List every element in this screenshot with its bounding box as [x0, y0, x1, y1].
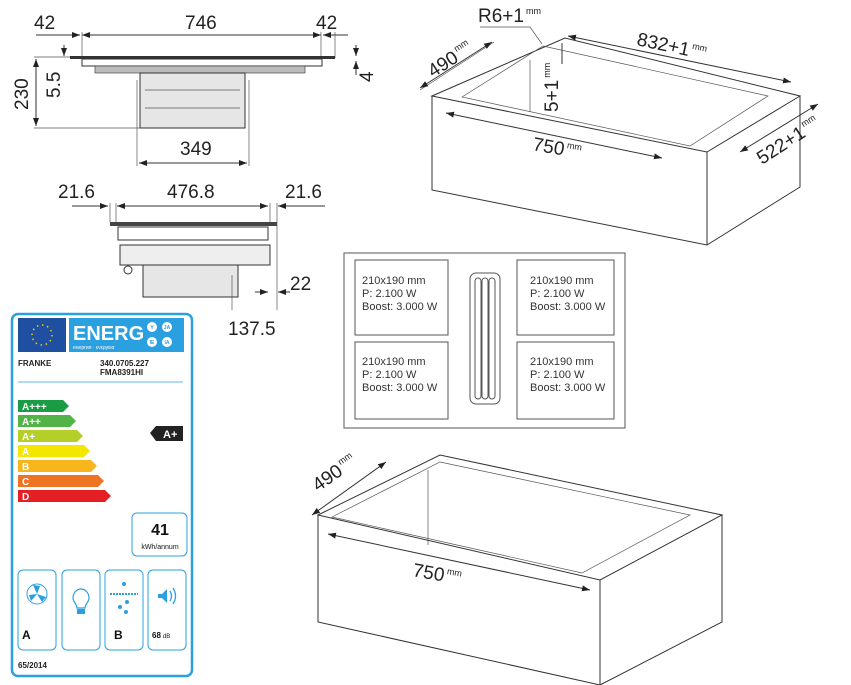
light-bulb-icon: [72, 588, 90, 614]
energy-class-label: A: [22, 447, 29, 458]
energy-class-bar: [18, 445, 90, 457]
annual-consumption: 41: [151, 522, 169, 539]
energy-class-label: A++: [22, 417, 41, 428]
dim-frame-offset: 4: [357, 71, 378, 82]
svg-text:P: 2.100 W: P: 2.100 W: [530, 288, 585, 300]
energy-class-label: A+++: [22, 402, 47, 413]
dim-glass-thickness: 5.5: [44, 72, 65, 98]
bottom-cutout-length: 750mm: [411, 560, 463, 589]
dim-width-short: 476.8: [167, 182, 215, 203]
svg-text:210x190 mm: 210x190 mm: [530, 275, 594, 287]
svg-text:Y: Y: [150, 325, 154, 331]
energy-class-bar: [18, 430, 83, 442]
filter-efficiency-class: B: [114, 628, 123, 642]
energy-class-bar: [18, 490, 111, 502]
dim-rear-clearance: 22: [290, 274, 311, 295]
eu-flag-icon: [18, 318, 66, 352]
brand: FRANKE: [18, 359, 52, 368]
speaker-icon: [158, 587, 177, 605]
cooking-zone-2: 210x190 mm P: 2.100 W Boost: 3.000 W: [530, 275, 606, 313]
cutout-length: 832+1mm: [635, 29, 708, 64]
energy-class-bar: [18, 400, 69, 412]
side-view-short: 21.6 476.8 21.6 22 137.5: [58, 182, 325, 340]
energy-class-label: C: [22, 477, 29, 488]
cooking-zone-3: 210x190 mm P: 2.100 W Boost: 3.000 W: [362, 356, 438, 394]
cutout-outer-depth: 522+1mm: [753, 112, 824, 169]
regulation-number: 65/2014: [18, 661, 47, 670]
dim-right-margin: 42: [316, 13, 337, 34]
cooking-zone-4: 210x190 mm P: 2.100 W Boost: 3.000 W: [530, 356, 606, 394]
svg-text:Boost: 3.000 W: Boost: 3.000 W: [362, 301, 438, 313]
energy-class-label: B: [22, 462, 29, 473]
energy-class-bar: [18, 415, 76, 427]
consumption-unit: kWh/annum: [141, 544, 179, 551]
energy-label: ENERG енергия · ενεργεια Y JA IE IA FRAN…: [10, 312, 194, 678]
energy-class-label: D: [22, 492, 29, 503]
side-view-long: 42 746 42 230 5.5 4 349: [12, 13, 378, 166]
model-name: FMA8391HI: [100, 368, 143, 377]
cutout-diagram-bottom: 490mm 750mm: [308, 450, 724, 685]
grease-filter-icon: [110, 582, 138, 614]
svg-text:Boost: 3.000 W: Boost: 3.000 W: [530, 301, 606, 313]
svg-text:210x190 mm: 210x190 mm: [530, 356, 594, 368]
cooktop-plan: 210x190 mm P: 2.100 W Boost: 3.000 W 210…: [343, 252, 626, 429]
dim-unit-offset: 137.5: [228, 319, 276, 340]
svg-text:210x190 mm: 210x190 mm: [362, 356, 426, 368]
dim-width: 746: [185, 13, 217, 34]
dim-height: 230: [12, 78, 33, 110]
rating-arrow: [150, 426, 183, 441]
energy-class-bar: [18, 475, 104, 487]
energy-class-label: A+: [22, 432, 35, 443]
energy-subtitle: енергия · ενεργεια: [73, 345, 115, 351]
svg-text:Boost: 3.000 W: Boost: 3.000 W: [362, 382, 438, 394]
vent-grille: [469, 272, 501, 405]
cooking-zone-1: 210x190 mm P: 2.100 W Boost: 3.000 W: [362, 275, 438, 313]
energy-class-bar: [18, 460, 97, 472]
svg-text:P: 2.100 W: P: 2.100 W: [362, 288, 417, 300]
product-code: 340.0705.227: [100, 359, 149, 368]
dim-left-margin-short: 21.6: [58, 182, 95, 203]
svg-text:P: 2.100 W: P: 2.100 W: [530, 369, 585, 381]
bottom-cutout-depth: 490mm: [308, 450, 361, 496]
svg-text:Boost: 3.000 W: Boost: 3.000 W: [530, 382, 606, 394]
fan-efficiency-class: A: [22, 628, 31, 642]
energy-rating: A+: [163, 429, 177, 441]
cutout-depth: 490mm: [424, 37, 477, 82]
cutout-rebate: 5+1mm: [542, 63, 563, 112]
svg-text:210x190 mm: 210x190 mm: [362, 275, 426, 287]
svg-text:IA: IA: [165, 340, 170, 346]
svg-text:IE: IE: [150, 340, 155, 346]
cutout-inner-length: 750mm: [531, 134, 583, 163]
dim-right-margin-short: 21.6: [285, 182, 322, 203]
svg-text:JA: JA: [164, 325, 171, 331]
svg-text:P: 2.100 W: P: 2.100 W: [362, 369, 417, 381]
dim-unit-depth: 349: [180, 139, 212, 160]
energy-title: ENERG: [73, 323, 144, 345]
fan-icon: [26, 583, 48, 605]
dim-left-margin: 42: [34, 13, 55, 34]
